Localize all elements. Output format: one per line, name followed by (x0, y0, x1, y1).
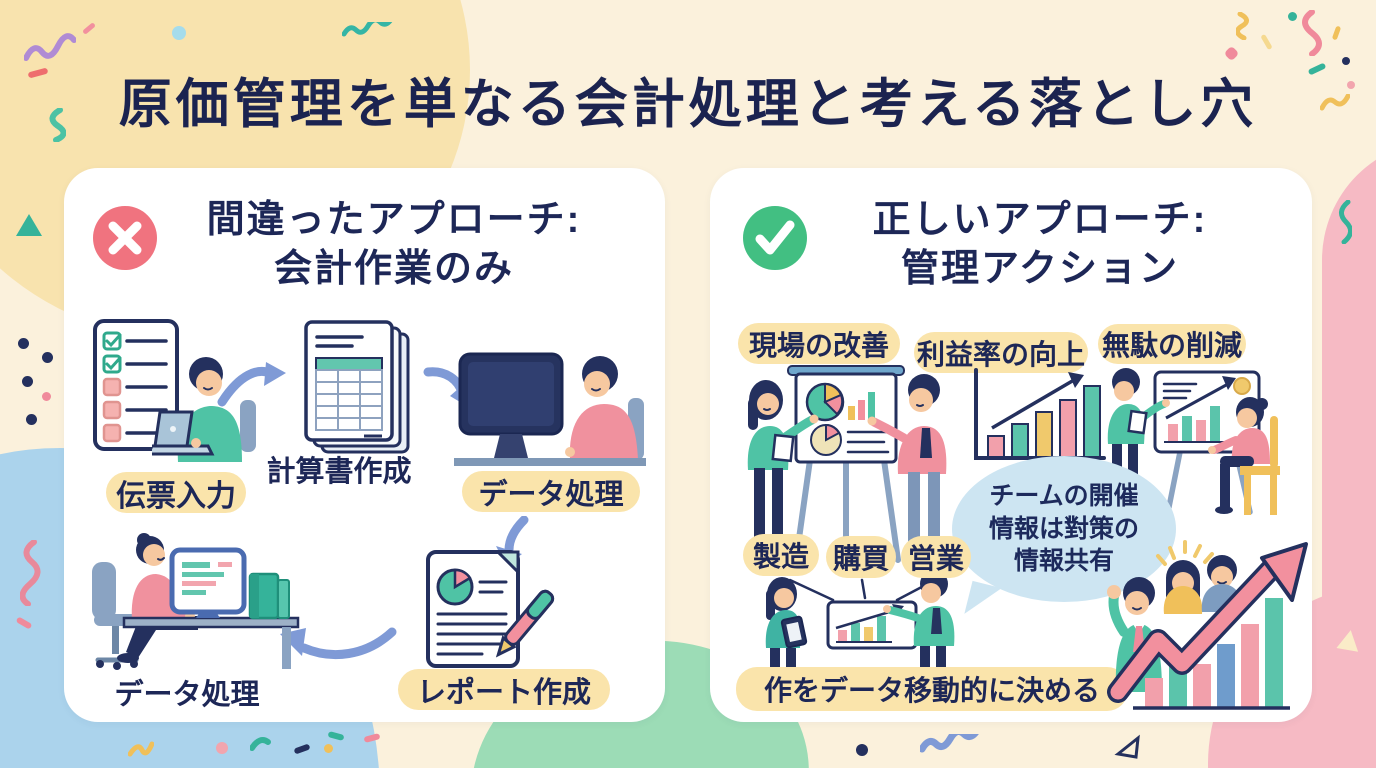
deco-cream-triangle-br (1336, 628, 1362, 652)
confetti-purple-squiggle (24, 33, 76, 61)
team-celebration-chart-illustration (1107, 540, 1308, 710)
flow-arrow-icon (217, 362, 286, 407)
confetti-pink-dot-tr (1347, 81, 1355, 89)
deco-navy-dot-1 (18, 338, 29, 349)
confetti-teal-dot-tr (1288, 12, 1297, 21)
step-label-text: データ処理 (114, 679, 260, 711)
confetti-pink-diamond-tr (1223, 45, 1240, 62)
person-laptop-illustration (152, 357, 256, 462)
step-label-text: 伝票入力 (116, 479, 236, 513)
confetti-yellow-dot-bottom (324, 744, 333, 753)
step-label-denpyo: 伝票入力 (106, 472, 246, 513)
confetti-teal-wave-top (342, 22, 393, 37)
bottom-caption-text: 作をデータ移動的に決める (763, 675, 1100, 706)
right-heading-line1: 正しいアプローチ: (872, 199, 1208, 241)
bubble-line1: チームの開催 (989, 482, 1139, 511)
step-label-text: レポート作成 (416, 676, 591, 709)
confetti-pink-squiggle-tr (1302, 10, 1322, 56)
department-tag-eigyo: 営業 (901, 536, 971, 578)
department-collaboration-illustration (765, 570, 955, 694)
step-label-keisansho: 計算書作成 (229, 448, 449, 490)
department-tag-seizo: 製造 (743, 534, 819, 576)
confetti-blue-dot (172, 26, 186, 40)
department-tag-text: 営業 (907, 543, 964, 574)
benefit-tag-rieki: 利益率の向上 (914, 332, 1088, 373)
x-circle-icon (93, 206, 157, 270)
benefit-tag-text: 現場の改善 (748, 329, 889, 361)
confetti-yellow-dash2-tr (1260, 33, 1273, 51)
step-label-data-shori-2: データ処理 (87, 671, 287, 713)
department-tag-kobai: 購買 (826, 536, 896, 578)
check-circle-icon (743, 206, 807, 270)
report-pen-icon (426, 550, 555, 668)
page-title: 原価管理を単なる会計処理と考える落とし穴 (118, 75, 1258, 134)
confetti-yellow-squiggle2-tr (1320, 94, 1350, 111)
person-desktop-illustration (454, 352, 646, 466)
deco-pink-dot-left (42, 392, 51, 401)
step-label-text: データ処理 (478, 478, 624, 511)
bubble-line3: 情報共有 (1013, 547, 1114, 576)
benefit-tag-genba: 現場の改善 (738, 323, 900, 364)
deco-navy-dot-bottom (856, 744, 868, 756)
deco-navy-dot-4 (26, 414, 37, 425)
confetti-yellow-squiggle-bottom (128, 741, 154, 757)
left-heading-line1: 間違ったアプローチ: (206, 199, 582, 241)
department-tag-text: 購買 (832, 543, 889, 574)
confetti-yellow-squiggle-tr (1236, 12, 1249, 40)
bubble-line2: 情報は對策の (988, 514, 1139, 543)
step-label-report: レポート作成 (398, 669, 610, 710)
deco-navy-triangle-outline-br (1114, 734, 1140, 759)
growth-bar-chart-illustration (974, 368, 1106, 460)
spreadsheet-stack-icon (304, 320, 410, 454)
bottom-caption: 作をデータ移動的に決める (736, 667, 1128, 711)
confetti-pink-dot-bottom (216, 742, 228, 754)
flipchart-presentation-illustration (747, 365, 947, 563)
confetti-navy-dot-tr (1342, 57, 1350, 65)
team-speech-bubble: チームの開催 情報は對策の 情報共有 (952, 456, 1176, 622)
confetti-teal-squiggle-left (49, 108, 66, 142)
step-label-text: 計算書作成 (266, 456, 412, 488)
right-panel-heading: 正しいアプローチ: 管理アクション (780, 196, 1300, 293)
left-panel-heading: 間違ったアプローチ: 会計作業のみ (134, 196, 654, 293)
whiteboard-presentation-illustration (1107, 368, 1280, 516)
benefit-tag-muda: 無駄の削減 (1098, 324, 1246, 364)
deco-pink-squiggle-left (20, 540, 41, 606)
left-heading-line2: 会計作業のみ (273, 247, 514, 290)
deco-navy-dot-3 (22, 376, 33, 387)
department-tag-text: 製造 (752, 541, 809, 572)
checklist-document-icon (93, 319, 179, 451)
right-heading-line2: 管理アクション (900, 247, 1180, 290)
benefit-tag-text: 利益率の向上 (916, 338, 1085, 370)
confetti-teal-squiggle-bottom (250, 737, 271, 751)
step-label-data-shori-1: データ処理 (462, 471, 640, 512)
deco-teal-triangle (16, 214, 42, 236)
correct-approach-panel: 正しいアプローチ: 管理アクション 現場の改善 利益率の向上 無駄の削減 (710, 168, 1312, 722)
woman-desk-illustration (92, 533, 300, 670)
confetti-teal-squiggle-right (1339, 200, 1352, 244)
confetti-yellow-dash-tr (1331, 25, 1342, 41)
deco-navy-dot-2 (42, 352, 53, 363)
benefit-tag-text: 無駄の削減 (1101, 330, 1242, 361)
deco-blue-wave-bottom (920, 734, 979, 753)
wrong-approach-panel: 間違ったアプローチ: 会計作業のみ (64, 168, 665, 722)
